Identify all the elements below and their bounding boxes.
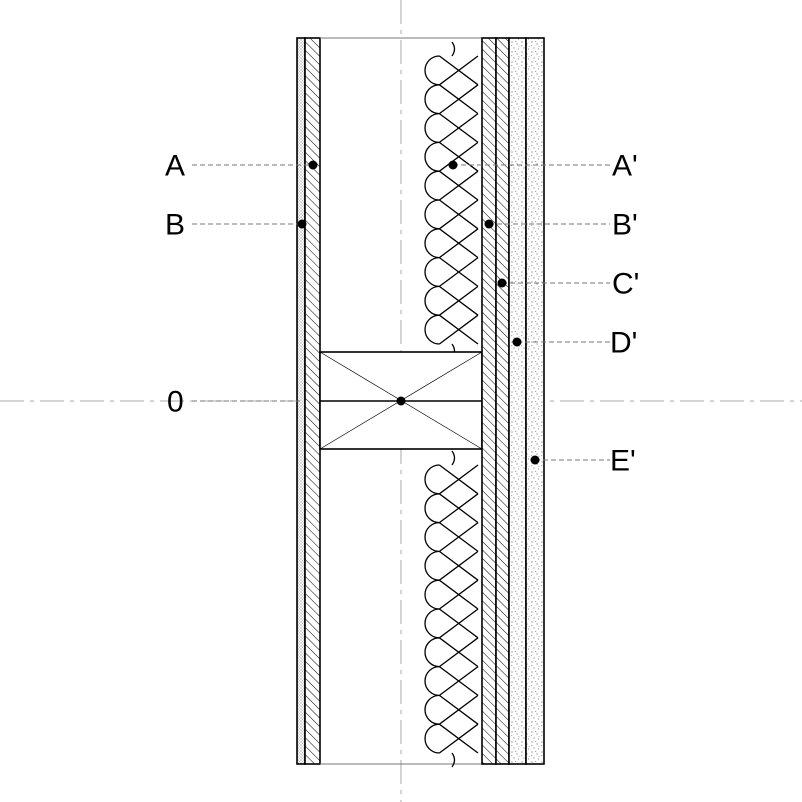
label-A: A bbox=[165, 150, 185, 183]
point-origin bbox=[396, 396, 406, 406]
point-D-prime bbox=[512, 337, 522, 347]
label-B: B bbox=[165, 209, 185, 242]
point-A-prime bbox=[448, 160, 458, 170]
membrane-hatched-layer bbox=[495, 37, 510, 765]
point-A bbox=[308, 160, 318, 170]
label-D-prime: D' bbox=[610, 327, 637, 360]
insulation-batt bbox=[424, 41, 479, 359]
label-origin: 0 bbox=[167, 386, 184, 419]
label-A-prime: A' bbox=[612, 150, 638, 183]
render-stipple-layer bbox=[508, 37, 527, 765]
label-C-prime: C' bbox=[612, 268, 639, 301]
point-E-prime bbox=[530, 455, 540, 465]
interior-hatched-layer bbox=[304, 37, 321, 765]
outer-stipple-layer bbox=[525, 37, 545, 765]
label-B-prime: B' bbox=[612, 209, 638, 242]
label-E-prime: E' bbox=[610, 445, 636, 478]
insulation-batts bbox=[424, 41, 479, 768]
point-B-prime bbox=[484, 219, 494, 229]
point-B bbox=[297, 219, 307, 229]
point-C-prime bbox=[497, 278, 507, 288]
insulation-batt bbox=[424, 450, 479, 768]
sheathing-hatched-layer bbox=[481, 37, 497, 765]
